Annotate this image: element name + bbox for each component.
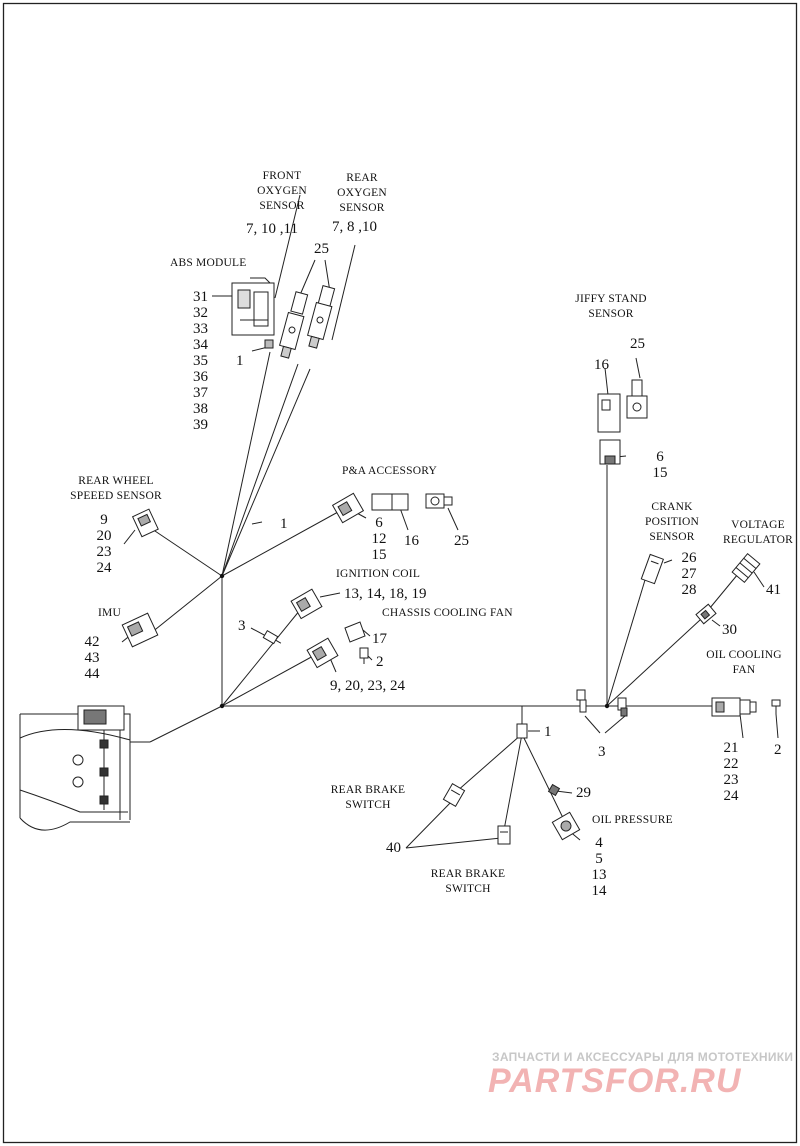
abs-clip-number: 1 <box>236 353 244 369</box>
oil-pressure-switch-icon <box>547 783 581 841</box>
voltage-regulator-number: 41 <box>766 582 781 598</box>
oil-cooling-fan-label: OIL COOLING FAN <box>706 649 782 676</box>
jiffy-stand-label: JIFFY STAND SENSOR <box>575 293 647 320</box>
front-oxygen-part-numbers: 7, 10 ,11 <box>246 221 298 237</box>
watermark-logo: PARTSFOR.RU <box>488 1062 742 1100</box>
oil-pressure-label: OIL PRESSURE <box>592 814 673 826</box>
ignition-coil-connector-icon <box>290 588 323 620</box>
oil-cooling-fan-connector-icon <box>711 697 781 717</box>
ignition-coil-label: IGNITION COIL <box>336 568 421 580</box>
chassis-fan-part-numbers: 9, 20, 23, 24 <box>330 678 405 694</box>
ground-clips-3: 3 <box>598 744 606 760</box>
pa-accessory-label: P&A ACCESSORY <box>342 465 437 477</box>
rear-oxygen-part-numbers: 7, 8 ,10 <box>332 219 377 235</box>
crank-part-numbers: 26 27 28 <box>681 550 697 598</box>
ground-clip-icons <box>576 689 628 717</box>
voltage-regulator-connector-icon <box>731 552 761 584</box>
oxygen-connector-number: 25 <box>314 241 329 257</box>
crank-position-label: CRANK POSITION SENSOR <box>645 501 699 543</box>
jiffy-stand-connector-icon <box>597 379 648 465</box>
connector-30-icon <box>695 603 717 625</box>
abs-part-numbers: 31 32 33 34 35 36 37 38 39 <box>193 289 208 433</box>
rear-oxygen-sensor-label: REAR OXYGEN SENSOR <box>337 172 387 214</box>
oil-pressure-part-numbers: 4 5 13 14 <box>591 835 607 899</box>
frame-section-icon <box>19 705 150 831</box>
oil-fan-part-numbers: 21 22 23 24 <box>723 740 739 804</box>
rear-oxygen-connector-icon <box>307 284 336 349</box>
rear-brake-switch-label-1: REAR BRAKE SWITCH <box>330 784 406 811</box>
junction-clip-icon <box>516 723 528 739</box>
abs-module-icon <box>231 277 275 349</box>
chassis-fan-screw-2: 2 <box>376 654 384 670</box>
rear-wheel-speed-label: REAR WHEEL SPEEED SENSOR <box>70 475 162 502</box>
chassis-fan-connector-17: 17 <box>372 631 387 647</box>
rear-wheel-part-numbers: 9 20 23 24 <box>96 512 112 576</box>
abs-module-label: ABS MODULE <box>170 257 247 269</box>
pa-connector-16: 16 <box>404 533 419 549</box>
wire-clip-number: 1 <box>280 516 288 532</box>
oil-pressure-wire-29: 29 <box>576 785 591 801</box>
rear-wheel-sensor-icon <box>131 508 159 538</box>
imu-part-numbers: 42 43 44 <box>84 634 100 682</box>
jiffy-connector-16: 16 <box>594 357 609 373</box>
ignition-part-numbers: 13, 14, 18, 19 <box>344 586 427 602</box>
rear-brake-switch-label-2: REAR BRAKE SWITCH <box>430 868 506 895</box>
front-oxygen-connector-icon <box>279 291 309 359</box>
watermark-caption: ЗАПЧАСТИ И АКСЕССУАРЫ ДЛЯ МОТОТЕХНИКИ <box>492 1050 794 1064</box>
chassis-cooling-fan-label: CHASSIS COOLING FAN <box>382 607 513 619</box>
oil-fan-screw-2: 2 <box>774 742 782 758</box>
rear-brake-switch-number: 40 <box>386 840 401 856</box>
connector-30-number: 30 <box>722 622 737 638</box>
rear-brake-switch-icon-2 <box>497 825 511 845</box>
voltage-regulator-label: VOLTAGE REGULATOR <box>723 519 793 546</box>
ground-screw-icon <box>262 629 282 645</box>
pa-part-numbers: 6 12 15 <box>371 515 387 563</box>
imu-connector-icon <box>121 612 159 648</box>
jiffy-connector-25: 25 <box>630 336 645 352</box>
pa-connector-25: 25 <box>454 533 469 549</box>
junction-clip-1: 1 <box>544 724 552 740</box>
jiffy-part-numbers: 6 15 <box>652 449 668 481</box>
imu-label: IMU <box>98 607 121 619</box>
ground-screw-3: 3 <box>238 618 246 634</box>
crank-sensor-connector-icon <box>640 553 665 585</box>
rear-brake-switch-icon <box>442 783 466 807</box>
pa-accessory-connector-icon <box>331 492 453 524</box>
chassis-fan-connector-icon <box>306 621 369 669</box>
front-oxygen-sensor-label: FRONT OXYGEN SENSOR <box>257 170 307 212</box>
